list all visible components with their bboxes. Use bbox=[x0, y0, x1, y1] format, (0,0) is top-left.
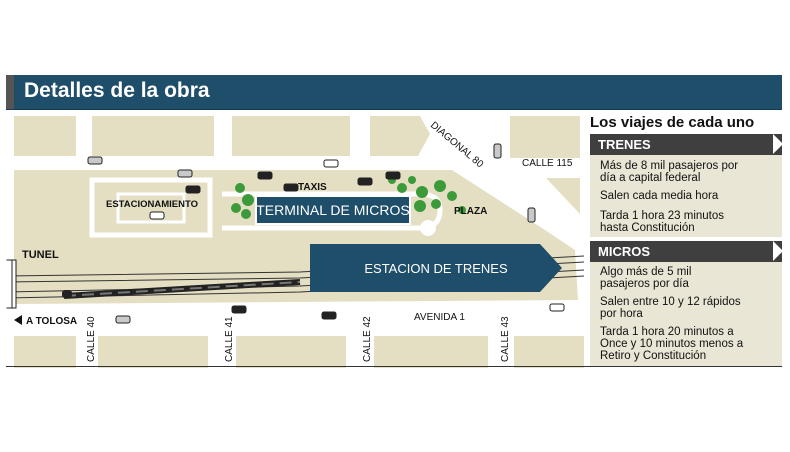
tree-icon bbox=[241, 209, 251, 219]
terminal-label: TERMINAL DE MICROS bbox=[256, 202, 410, 218]
city-block bbox=[546, 178, 580, 214]
car-icon bbox=[87, 156, 103, 165]
terminal-de-micros bbox=[255, 195, 411, 225]
tree-icon bbox=[447, 191, 457, 201]
car-icon bbox=[549, 303, 565, 312]
bottom-rule bbox=[6, 366, 782, 367]
tree-icon bbox=[231, 203, 241, 213]
car-icon bbox=[357, 177, 373, 186]
trenes-heading: TRENES bbox=[590, 134, 783, 155]
car-icon bbox=[493, 143, 502, 159]
city-block bbox=[510, 116, 580, 158]
cars bbox=[87, 143, 565, 324]
micros-item: Algo más de 5 mil pasajeros por día bbox=[600, 266, 692, 290]
a-tolosa-label: A TOLOSA bbox=[26, 316, 77, 327]
tunnel bbox=[5, 259, 17, 309]
calle-43-label: CALLE 43 bbox=[500, 316, 511, 362]
train-icon bbox=[62, 290, 72, 298]
tree-icon bbox=[434, 180, 446, 192]
micros-body: Algo más de 5 mil pasajeros por día Sale… bbox=[590, 262, 782, 366]
trees bbox=[231, 176, 466, 219]
panel-title: Los viajes de cada uno bbox=[590, 114, 755, 131]
estacion-label: ESTACION DE TRENES bbox=[364, 261, 508, 276]
car-icon bbox=[231, 305, 247, 314]
tree-icon bbox=[458, 206, 466, 214]
car-icon bbox=[185, 185, 201, 194]
arrow-left-icon bbox=[14, 315, 22, 325]
arrow-right-icon bbox=[773, 241, 783, 261]
micros-item: Salen entre 10 y 12 rápidos por hora bbox=[600, 296, 741, 320]
micros-heading-text: MICROS bbox=[598, 244, 650, 259]
car-icon bbox=[177, 169, 193, 178]
trenes-body: Más de 8 mil pasajeros por día a capital… bbox=[590, 155, 782, 237]
city-block bbox=[236, 336, 346, 368]
city-block bbox=[14, 336, 76, 368]
car-icon bbox=[115, 315, 131, 324]
avenida-1-label: AVENIDA 1 bbox=[414, 312, 465, 323]
city-block bbox=[374, 336, 488, 368]
tunnel-label: TUNEL bbox=[22, 249, 59, 261]
calle-40-label: CALLE 40 bbox=[86, 316, 97, 362]
city-block bbox=[92, 116, 214, 156]
trenes-heading-text: TRENES bbox=[598, 137, 651, 152]
tree-icon bbox=[397, 183, 407, 193]
taxis-label: TAXIS bbox=[298, 182, 327, 193]
trenes-item: Más de 8 mil pasajeros por día a capital… bbox=[600, 160, 739, 184]
car-icon bbox=[323, 159, 339, 168]
page-title: Detalles de la obra bbox=[24, 79, 210, 102]
car-icon bbox=[149, 211, 165, 220]
car-icon bbox=[385, 171, 401, 180]
city-block bbox=[514, 336, 584, 368]
site-map: TERMINAL DE MICROS TUNEL ESTACION DE TRE… bbox=[5, 110, 584, 368]
calle-115-label: CALLE 115 bbox=[522, 158, 573, 169]
tree-icon bbox=[431, 199, 441, 209]
micros-item: Tarda 1 hora 20 minutos a Once y 10 minu… bbox=[600, 326, 744, 362]
parking-lot bbox=[89, 177, 213, 238]
trenes-item: Tarda 1 hora 23 minutos hasta Constituci… bbox=[600, 210, 725, 234]
estacionamiento-label: ESTACIONAMIENTO bbox=[106, 199, 198, 210]
city-block bbox=[98, 336, 208, 368]
tree-icon bbox=[414, 200, 426, 212]
tree-icon bbox=[235, 183, 245, 193]
estacion-de-trenes bbox=[310, 244, 562, 292]
arrow-right-icon bbox=[773, 134, 783, 154]
car-icon bbox=[283, 183, 299, 192]
trenes-item: Salen cada media hora bbox=[600, 190, 719, 202]
plaza-label: PLAZA bbox=[454, 206, 487, 217]
tree-icon bbox=[416, 186, 428, 198]
city-block bbox=[370, 116, 430, 156]
car-icon bbox=[257, 171, 273, 180]
title-bar: Detalles de la obra bbox=[6, 75, 782, 110]
tree-icon bbox=[408, 176, 416, 184]
city-block bbox=[232, 116, 350, 156]
tree-icon bbox=[242, 194, 254, 206]
calle-42-label: CALLE 42 bbox=[362, 316, 373, 362]
title-accent-stripe bbox=[6, 75, 14, 109]
micros-heading: MICROS bbox=[590, 241, 783, 262]
city-block bbox=[14, 116, 76, 156]
calle-41-label: CALLE 41 bbox=[224, 316, 235, 362]
car-icon bbox=[527, 207, 536, 223]
car-icon bbox=[321, 311, 337, 320]
info-panel: Los viajes de cada uno TRENES Más de 8 m… bbox=[584, 112, 783, 368]
